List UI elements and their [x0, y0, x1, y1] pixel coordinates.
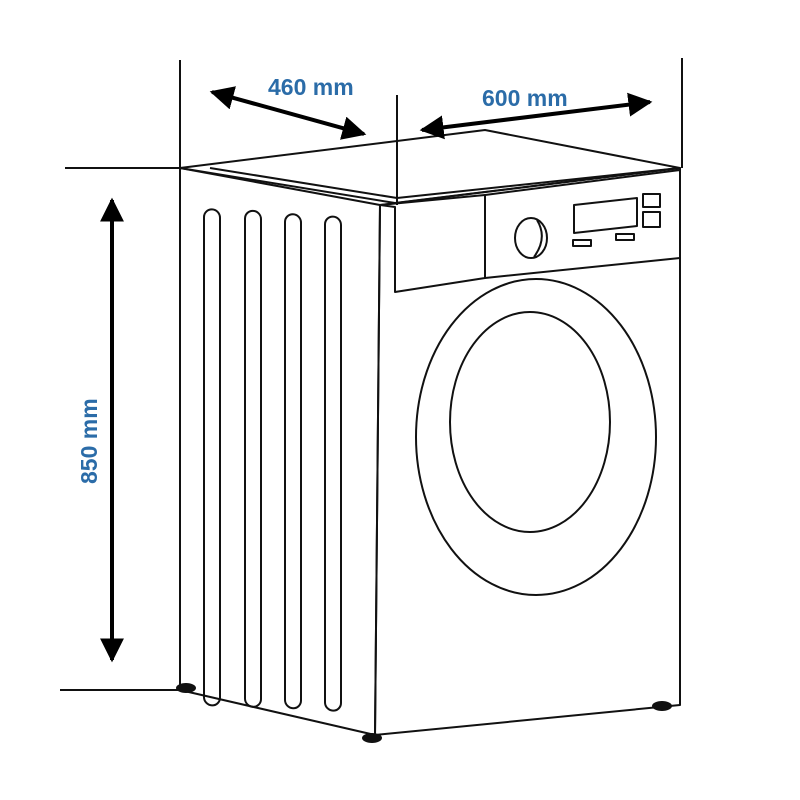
panel-button [615, 233, 635, 241]
detergent-drawer [379, 194, 486, 293]
panel-button [642, 211, 661, 228]
panel-button [572, 239, 592, 247]
door-outer [415, 278, 657, 596]
door-glass [449, 311, 611, 533]
height-label: 850 mm [76, 398, 102, 484]
control-panel [484, 169, 681, 279]
depth-arrow [209, 86, 367, 140]
width-label: 600 mm [482, 85, 568, 111]
control-knob [514, 217, 548, 259]
feet [176, 683, 672, 743]
top-inner-edge [209, 167, 681, 199]
side-face [179, 167, 381, 736]
side-vents [203, 208, 342, 712]
top-face [179, 129, 681, 204]
depth-label: 460 mm [268, 74, 354, 100]
front-face [374, 167, 681, 736]
washing-machine [176, 129, 681, 743]
panel-button [642, 193, 661, 208]
extension-lines [60, 58, 683, 691]
display-screen [573, 197, 638, 234]
width-arrow [419, 92, 653, 140]
